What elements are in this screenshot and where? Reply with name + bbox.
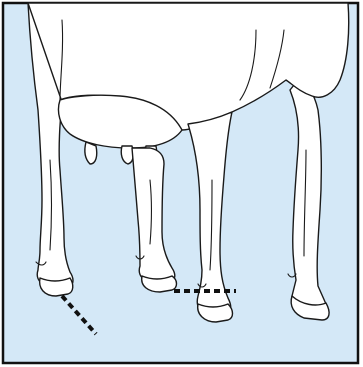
left-hoof: [40, 278, 73, 296]
